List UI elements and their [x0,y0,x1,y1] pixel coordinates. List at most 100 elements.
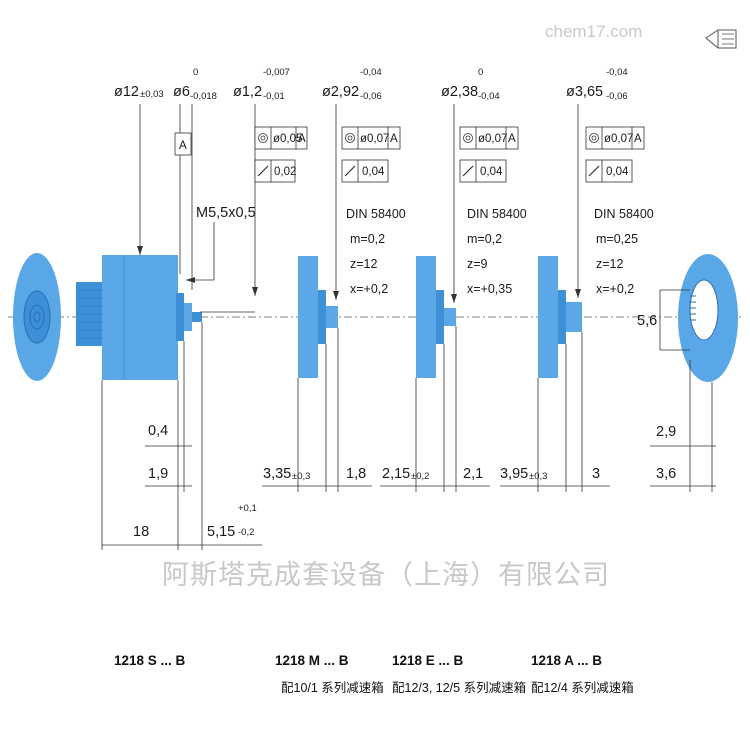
rear-end-view [678,254,738,382]
svg-text:-0,018: -0,018 [190,91,217,102]
svg-text:ø1,2: ø1,2 [233,84,262,100]
svg-text:A: A [390,133,398,145]
concentricity-icon [345,133,355,143]
gear-spec-m: DIN 58400 m=0,2 z=12 x=+0,2 [346,207,406,296]
model-label-s: 1218 S ... B [114,653,186,668]
svg-text:x=+0,2: x=+0,2 [596,282,634,296]
front-end-view [13,253,61,381]
runout-icon [588,165,600,177]
motor-body [76,255,202,380]
dim-3-35: 3,35 [263,466,291,482]
dimension-lines [102,289,716,546]
model-note-a: 配12/4 系列减速箱 [531,680,634,695]
dim-3-6: 3,6 [656,466,676,482]
svg-text:-0,06: -0,06 [606,91,628,102]
dim-2-1: 2,1 [463,466,483,482]
svg-text:DIN 58400: DIN 58400 [467,207,527,221]
dim-18: 18 [133,524,149,540]
collet-icon [705,29,737,49]
svg-text:ø12: ø12 [114,84,139,100]
svg-text:A: A [179,140,187,152]
dim-1-9: 1,9 [148,466,168,482]
svg-text:DIN 58400: DIN 58400 [346,207,406,221]
svg-text:A: A [298,133,306,145]
tolerance-frame-e: ø0,07 A 0,04 [459,126,519,183]
dim-5-15-lower: -0,2 [238,527,254,538]
dim-thread: M5,5x0,5 [186,205,256,283]
svg-text:ø2,38: ø2,38 [441,84,478,100]
dim-d2-38: ø2,38 0 -0,04 [441,67,500,303]
dim-2-15: 2,15 [382,466,410,482]
svg-text:-0,04: -0,04 [606,67,628,78]
tolerance-frame-motor: ø0,05 A 0,02 [254,126,308,183]
svg-text:m=0,2: m=0,2 [350,232,385,246]
dim-2-15-tol: ±0,2 [411,471,429,482]
model-label-a: 1218 A ... B [531,653,602,668]
svg-text:A: A [634,133,642,145]
svg-text:0: 0 [478,67,483,78]
dim-3-95-tol: ±0,3 [529,471,547,482]
svg-text:ø2,92: ø2,92 [322,84,359,100]
runout-icon [344,165,356,177]
concentricity-icon [463,133,473,143]
dim-5-15: 5,15 [207,524,235,540]
concentricity-icon [258,133,268,143]
svg-text:ø6: ø6 [173,84,190,100]
extension-lines [101,322,713,550]
svg-text:ø0,07: ø0,07 [604,133,633,145]
dim-3-95: 3,95 [500,466,528,482]
svg-text:ø0,07: ø0,07 [360,133,389,145]
model-label-m: 1218 M ... B [275,653,349,668]
svg-text:ø3,65: ø3,65 [566,84,603,100]
svg-text:0,04: 0,04 [362,166,385,178]
gearbox-m-view [298,256,338,378]
runout-icon [462,165,474,177]
dim-0-4: 0,4 [148,423,168,439]
svg-text:-0,06: -0,06 [360,91,382,102]
svg-text:M5,5x0,5: M5,5x0,5 [196,205,256,221]
svg-text:-0,04: -0,04 [360,67,382,78]
svg-text:z=12: z=12 [596,257,624,271]
tolerance-frame-m: ø0,07 A 0,04 [341,126,401,183]
dim-2-9: 2,9 [656,424,676,440]
svg-text:x=+0,35: x=+0,35 [467,282,512,296]
dim-3: 3 [592,466,600,482]
tolerance-frame-a: ø0,07 A 0,04 [585,126,645,183]
watermark-bottom: 阿斯塔克成套设备（上海）有限公司 [162,560,610,590]
model-label-e: 1218 E ... B [392,653,464,668]
dim-d3-65: ø3,65 -0,04 -0,06 [566,67,628,298]
dim-5-6: 5,6 [637,313,657,329]
dim-1-8: 1,8 [346,466,366,482]
runout-icon [257,165,269,177]
gear-spec-e: DIN 58400 m=0,2 z=9 x=+0,35 [467,207,527,296]
svg-text:-0,007: -0,007 [263,67,290,78]
svg-text:-0,04: -0,04 [478,91,500,102]
svg-text:z=9: z=9 [467,257,488,271]
model-note-m: 配10/1 系列减速箱 [281,680,384,695]
svg-text:DIN 58400: DIN 58400 [594,207,654,221]
dim-d1-2: ø1,2 -0,007 -0,01 [200,67,290,313]
gear-spec-a: DIN 58400 m=0,25 z=12 x=+0,2 [594,207,654,296]
dim-5-15-upper: +0,1 [238,503,257,514]
model-note-e: 配12/3, 12/5 系列减速箱 [392,680,526,695]
svg-text:ø0,07: ø0,07 [478,133,507,145]
svg-text:m=0,25: m=0,25 [596,232,638,246]
svg-text:m=0,2: m=0,2 [467,232,502,246]
dim-d6: ø6 0 -0,018 [173,67,217,290]
concentricity-icon [589,133,599,143]
datum-box: A [174,132,192,156]
svg-text:A: A [508,133,516,145]
svg-text:0,02: 0,02 [274,166,296,178]
svg-text:0,04: 0,04 [606,166,629,178]
dim-3-35-tol: ±0,3 [292,471,310,482]
dim-d12: ø12 ±0,03 [114,84,164,255]
dim-d2-92: ø2,92 -0,04 -0,06 [322,67,382,300]
svg-text:0,04: 0,04 [480,166,503,178]
svg-text:±0,03: ±0,03 [140,89,164,100]
svg-text:z=12: z=12 [350,257,378,271]
gearbox-e-view [416,256,456,378]
gearbox-a-view [538,256,582,378]
watermark-top: chem17.com [545,22,642,41]
svg-text:0: 0 [193,67,198,78]
